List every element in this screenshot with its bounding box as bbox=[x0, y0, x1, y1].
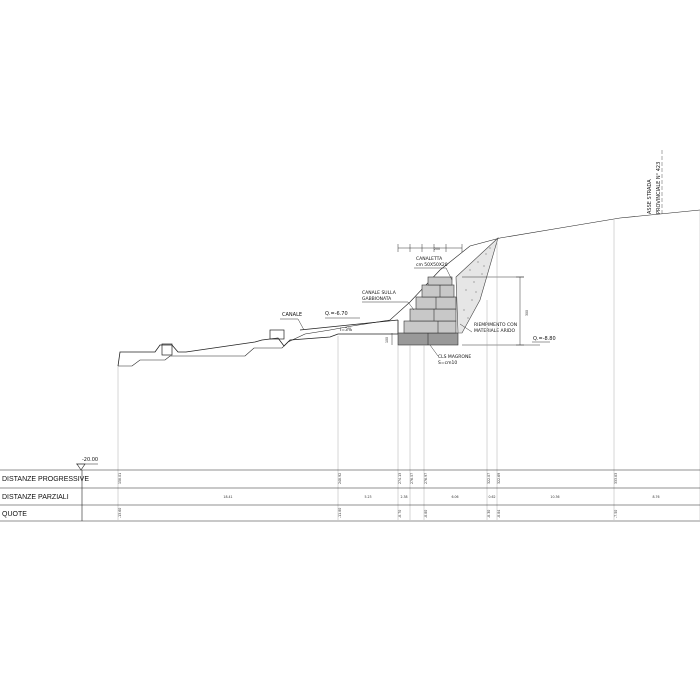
quote-values: -13.60 -11.80 -8.70 -8.80 -8.30 -8.84 -7… bbox=[118, 508, 618, 518]
slope-label: i=3% bbox=[340, 327, 353, 333]
quote-value: -8.30 bbox=[487, 510, 491, 518]
progressive-value: 276.97 bbox=[424, 473, 428, 484]
dim-base-label: 100 bbox=[385, 337, 389, 343]
progressive-value: 158.01 bbox=[118, 473, 122, 484]
left-channel-structure bbox=[161, 319, 399, 356]
partial-value: 2.38 bbox=[400, 495, 407, 499]
progressive-value: 276.57 bbox=[410, 473, 414, 484]
progressive-value: 322.07 bbox=[487, 473, 491, 484]
canale-sulla-label-1: CANALE SULLA bbox=[362, 290, 397, 296]
dim-top-label: 200 bbox=[434, 247, 440, 251]
canaletta-label-2: cm 50X50X20 bbox=[416, 262, 448, 268]
callout-leaders bbox=[280, 267, 550, 357]
riempimento-label-2: MATERIALE ARIDO bbox=[474, 328, 516, 334]
road-label-1: ASSE STRADA bbox=[647, 179, 653, 214]
progressive-values: 158.01 248.92 274.13 276.57 276.97 322.0… bbox=[118, 473, 618, 484]
datum-marker: -20.00 bbox=[76, 457, 98, 471]
quote-value: -8.70 bbox=[398, 510, 402, 518]
partial-value: 5.23 bbox=[364, 495, 371, 499]
quote-value: -8.84 bbox=[497, 510, 501, 518]
dimension-lines bbox=[391, 244, 540, 346]
quote-value: -11.80 bbox=[338, 508, 342, 518]
row-header-partial: DISTANZE PARZIALI bbox=[2, 494, 69, 501]
terrain-profile bbox=[117, 209, 700, 367]
partial-value: 8.76 bbox=[652, 495, 659, 499]
water-level-1: Q.=-6.70 bbox=[325, 311, 348, 317]
road-axis: ASSE STRADA PROVINCIALE N° 423 bbox=[647, 150, 663, 215]
riempimento-label-1: RIEMPIMENTO CON bbox=[474, 322, 517, 328]
quote-value: -8.80 bbox=[424, 510, 428, 518]
profile-table-grid bbox=[0, 469, 700, 522]
cls-label-2: S=cm10 bbox=[438, 360, 457, 366]
partial-value: 10.36 bbox=[550, 495, 559, 499]
canaletta-label-1: CANALETTA bbox=[416, 256, 443, 262]
partial-value: 0.62 bbox=[488, 495, 495, 499]
row-header-quote: QUOTE bbox=[2, 511, 27, 518]
progressive-value: 322.69 bbox=[497, 473, 501, 484]
canale-label: CANALE bbox=[282, 312, 302, 318]
progressive-value: 274.13 bbox=[398, 473, 402, 484]
row-header-progressive: DISTANZE PROGRESSIVE bbox=[2, 476, 89, 483]
quote-value: -7.50 bbox=[614, 510, 618, 518]
partial-values: 18.41 5.23 2.38 6.06 0.62 10.36 8.76 bbox=[223, 495, 659, 499]
road-label-2: PROVINCIALE N° 423 bbox=[656, 162, 662, 214]
canale-sulla-label-2: GABBIONATA bbox=[362, 296, 392, 302]
water-level-2: Q.=-8.80 bbox=[533, 336, 556, 342]
gabion-wall bbox=[397, 276, 459, 346]
cls-label-1: CLS MAGRONE bbox=[438, 354, 471, 360]
backfill-area bbox=[455, 237, 499, 334]
partial-value: 18.41 bbox=[223, 495, 232, 499]
dim-height-label: 300 bbox=[525, 310, 529, 316]
station-lines bbox=[117, 210, 700, 520]
quote-value: -13.60 bbox=[118, 508, 122, 518]
progressive-value: 333.83 bbox=[614, 473, 618, 484]
partial-value: 6.06 bbox=[451, 495, 458, 499]
datum-label: -20.00 bbox=[82, 457, 98, 463]
progressive-value: 248.92 bbox=[338, 473, 342, 484]
